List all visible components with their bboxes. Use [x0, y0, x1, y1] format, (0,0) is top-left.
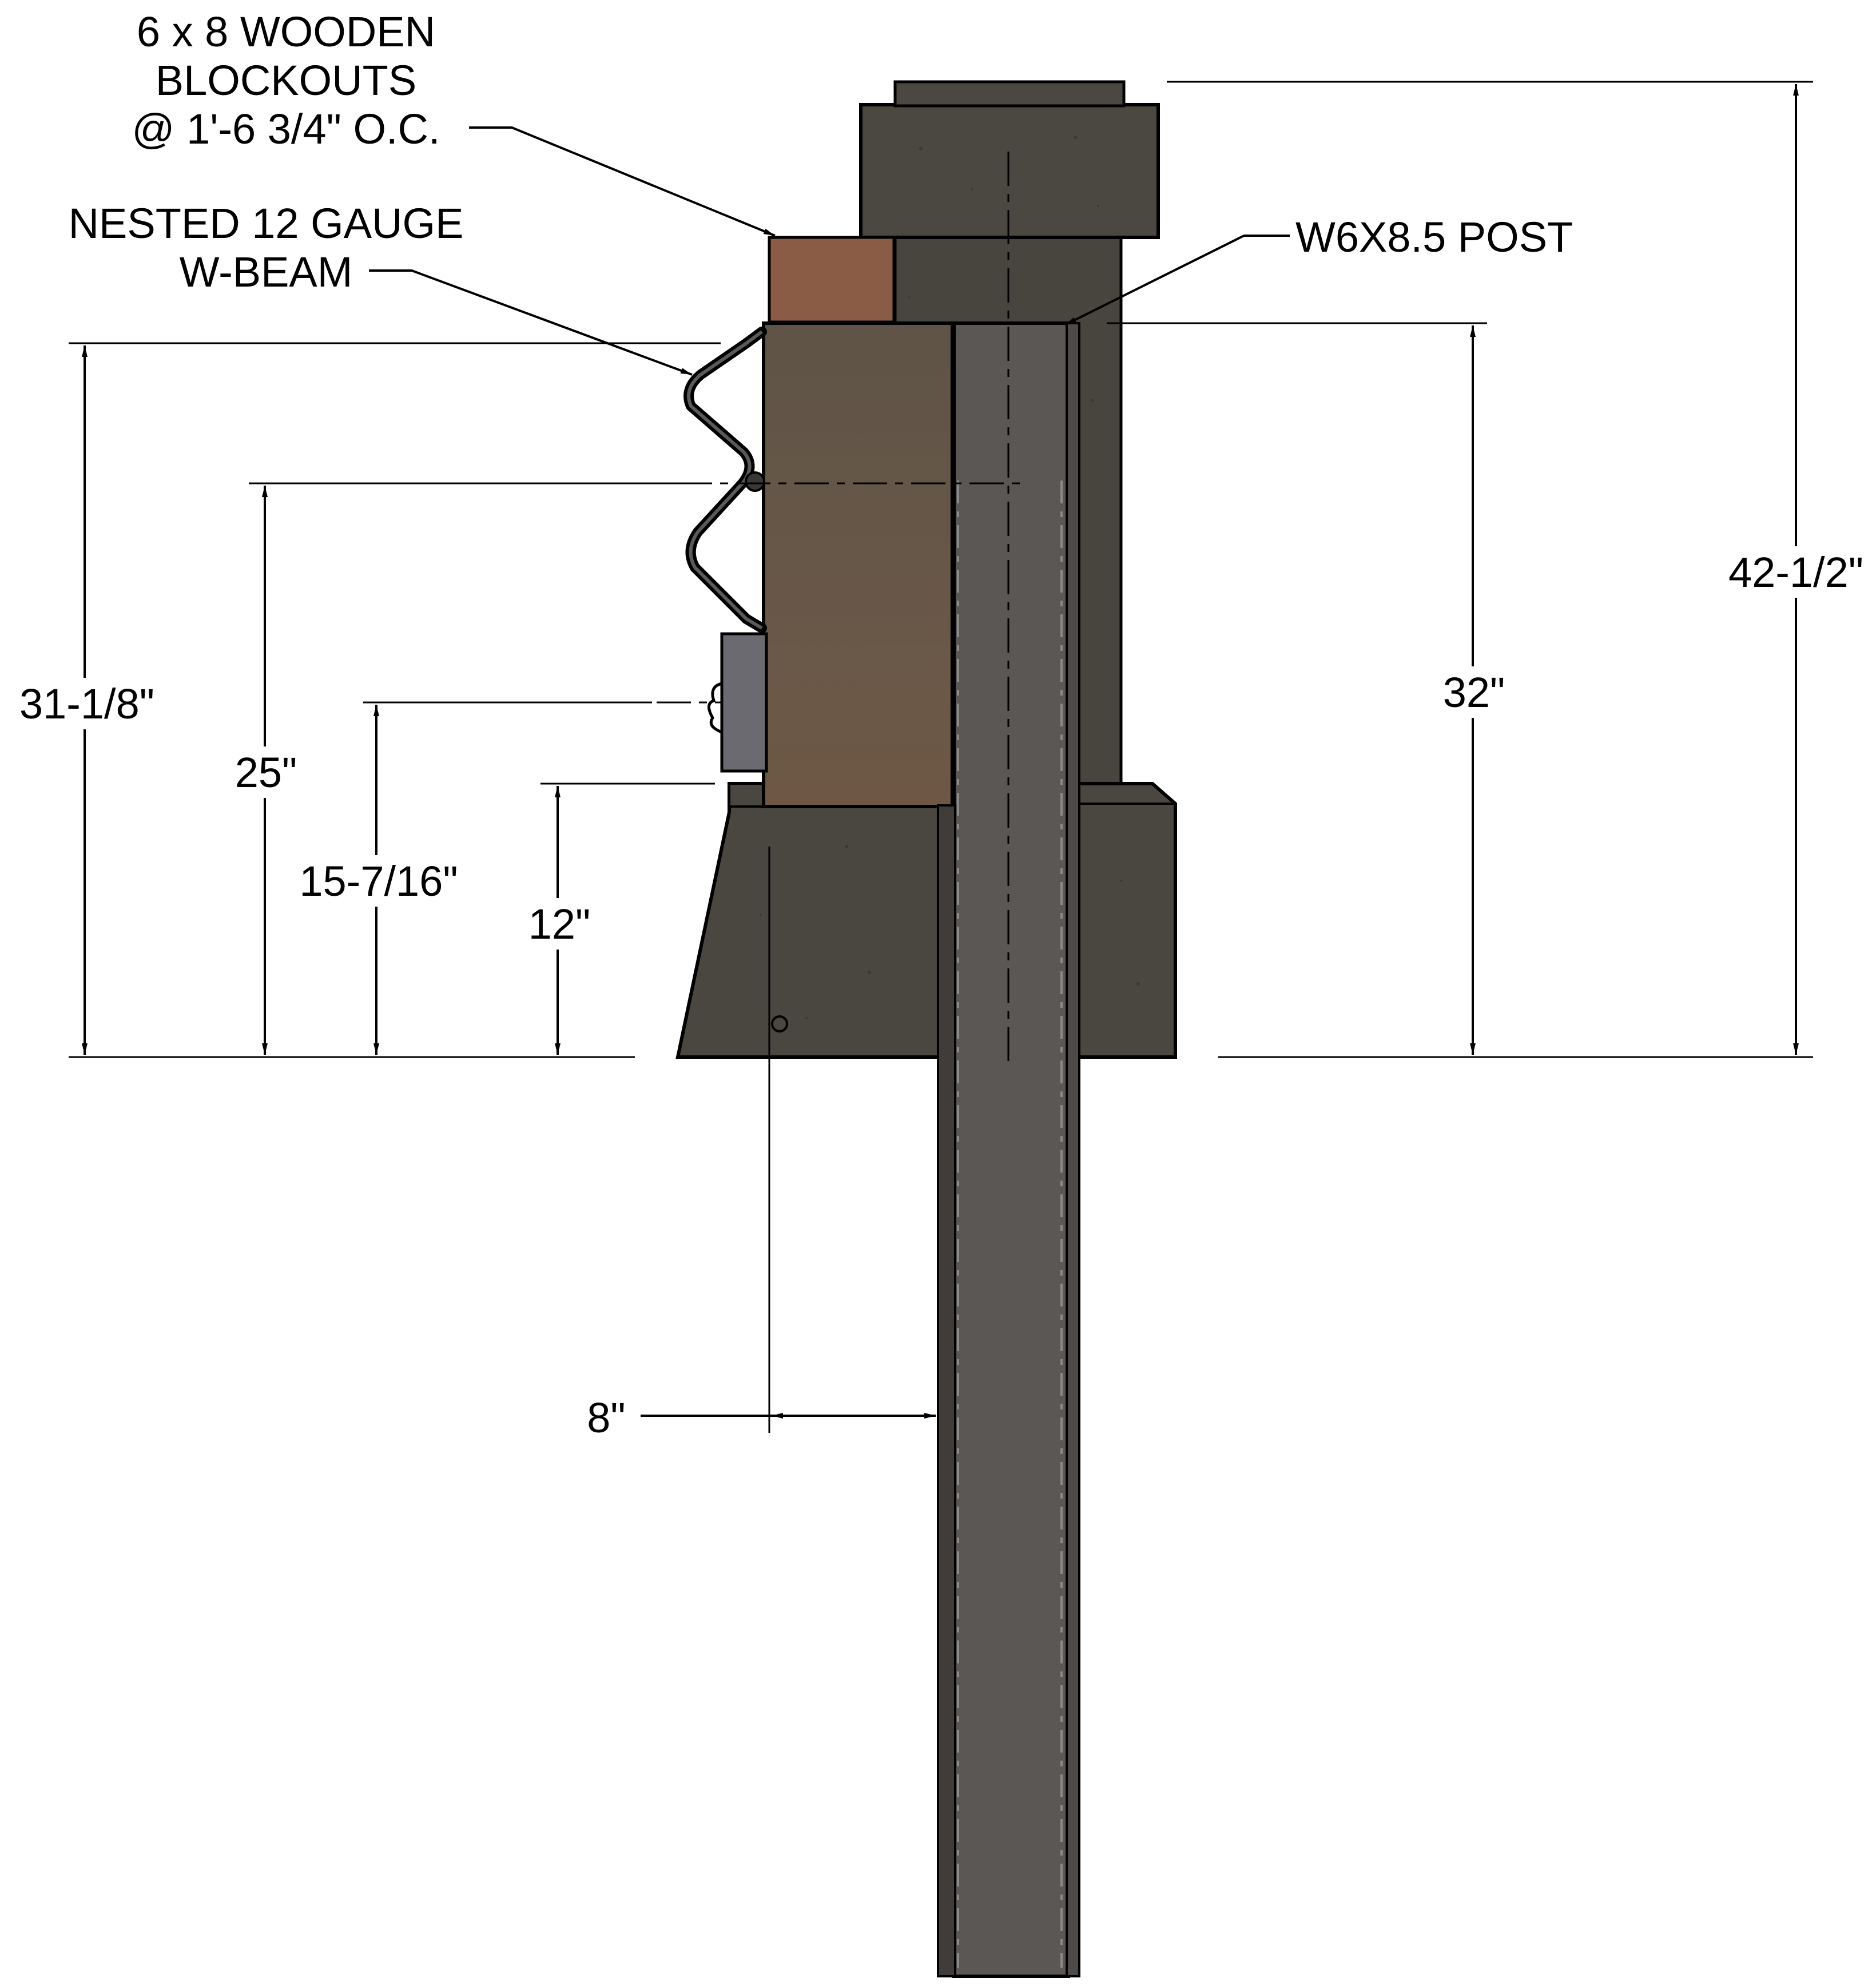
blockout-side: [762, 321, 954, 808]
post-flange-right: [1066, 322, 1080, 1977]
callout-blockout-line2: BLOCKOUTS: [156, 57, 416, 104]
callout-wbeam-line2: W-BEAM: [180, 248, 353, 296]
concrete-texture: [760, 136, 1140, 1019]
steel-post: [937, 321, 1080, 1978]
barrier-base-right: [1076, 782, 1177, 1059]
dim-post-top: 32": [1443, 669, 1505, 716]
extension-lines: [69, 81, 1813, 1433]
barrier-top-lip: [893, 80, 1126, 108]
w-beam-rail: [683, 327, 767, 633]
dim-lower-bolt: 15-7/16": [299, 857, 458, 905]
callout-blockout-line1: 6 x 8 WOODEN: [137, 8, 435, 55]
dimension-labels: 31-1/8" 25" 15-7/16" 12" 32" 42-1/2" 8": [6, 546, 1876, 1441]
rail-bolt: [745, 471, 765, 492]
callout-wbeam-line1: NESTED 12 GAUGE: [69, 200, 464, 247]
plate-bolt: [708, 682, 722, 734]
barrier-base-left: [675, 782, 945, 1059]
callout-post-label: W6X8.5 POST: [1295, 213, 1573, 261]
centerlines: [657, 152, 1021, 1064]
wood-blockout: [762, 236, 954, 808]
anchor-hole: [771, 1015, 788, 1032]
callout-blockout: 6 x 8 WOODEN BLOCKOUTS @ 1'-6 3/4" O.C.: [132, 8, 776, 237]
barrier-base-left-top: [728, 783, 768, 808]
callout-blockout-line3: @ 1'-6 3/4" O.C.: [132, 105, 440, 153]
backup-plate: [708, 632, 768, 773]
dim-curb-height: 12": [528, 900, 591, 948]
callout-post: W6X8.5 POST: [1064, 213, 1573, 326]
post-flange-left: [937, 804, 956, 1977]
dim-rail-center: 25": [235, 749, 297, 796]
callout-w-beam: NESTED 12 GAUGE W-BEAM: [69, 200, 693, 376]
plate: [720, 632, 768, 773]
dim-rail-height: 31-1/8": [19, 680, 154, 728]
barrier-top-cap: [859, 103, 1160, 239]
dim-post-offset: 8": [587, 1394, 625, 1441]
dim-overall: 42-1/2": [1728, 549, 1863, 596]
blockout-top-face: [768, 236, 896, 324]
post-web: [952, 321, 1070, 1978]
